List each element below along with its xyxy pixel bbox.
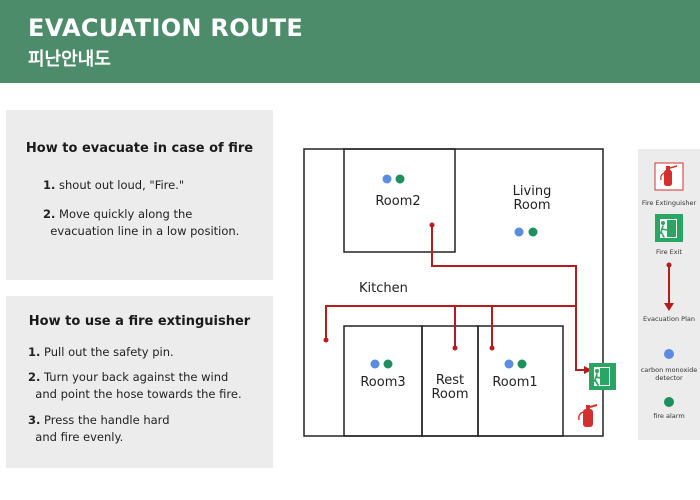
kitchen-label: Kitchen <box>359 281 408 296</box>
rest-room-label-line2: Room <box>431 387 468 402</box>
header-banner: EVACUATION ROUTE 피난안내도 <box>0 0 700 83</box>
floor-plan-walls <box>303 148 604 437</box>
extinguisher-step-1-text: Pull out the safety pin. <box>44 345 174 359</box>
route-point-rest-room <box>452 345 458 351</box>
fire-step-1: 1. shout out loud, "Fire." <box>43 177 184 194</box>
fire-step-1-text: shout out loud, "Fire." <box>59 178 185 192</box>
legend-label-plan: Evacuation Plan <box>643 315 695 323</box>
extinguisher-step-3-number: 3. <box>28 413 41 427</box>
page-subtitle: 피난안내도 <box>28 49 111 70</box>
route-point-room1 <box>489 345 495 351</box>
fire-extinguisher-icon <box>578 404 598 427</box>
route-point-room2 <box>429 222 435 228</box>
co-detector-icon <box>370 359 380 369</box>
co-detector-icon <box>664 349 674 359</box>
legend-icons <box>654 162 684 407</box>
room2-walls <box>343 148 456 253</box>
route-main-path <box>431 225 592 374</box>
legend-label-exit: Fire Exit <box>656 248 682 256</box>
legend-label-alarm: fire alarm <box>653 412 685 420</box>
extinguisher-step-2: 2. Turn your back against the wind and p… <box>28 369 242 403</box>
co-detector-icon <box>382 174 392 184</box>
extinguisher-usage-panel: How to use a fire extinguisher 1. Pull o… <box>6 296 273 468</box>
room1-walls <box>477 325 564 437</box>
route-start-points <box>323 222 495 351</box>
fire-alarm-icon <box>517 359 527 369</box>
living-room-label-line2: Room <box>513 198 550 213</box>
rest-room-label-line1: Rest <box>436 373 464 388</box>
extinguisher-step-3: 3. Press the handle hard and fire evenly… <box>28 412 170 446</box>
fire-step-1-number: 1. <box>43 178 56 192</box>
legend-label-extinguisher: Fire Extinguisher <box>641 199 697 207</box>
extinguisher-step-2-text: Turn your back against the wind and poin… <box>35 370 242 401</box>
room2-label: Room2 <box>375 194 420 209</box>
fire-section-title: How to evacuate in case of fire <box>25 141 254 156</box>
fire-step-2-text: Move quickly along the evacuation line i… <box>50 207 240 238</box>
fire-exit-icon <box>655 214 683 242</box>
fire-alarm-icon <box>383 359 393 369</box>
fire-alarm-icon <box>395 174 405 184</box>
co-detector-icon <box>514 227 524 237</box>
extinguisher-section-title: How to use a fire extinguisher <box>28 314 251 329</box>
extinguisher-step-1-number: 1. <box>28 345 41 359</box>
evacuation-arrow-icon <box>664 262 674 311</box>
co-detector-icon <box>504 359 514 369</box>
legend-label-co-detector-line1: carbon monoxide <box>640 366 698 374</box>
extinguisher-step-1: 1. Pull out the safety pin. <box>28 344 174 361</box>
legend-label-co-detector-line2: detector <box>655 374 683 382</box>
extinguisher-step-3-text: Press the handle hard and fire evenly. <box>35 413 170 444</box>
room1-label: Room1 <box>492 375 537 390</box>
fire-alarm-icon <box>664 397 674 407</box>
room3-label: Room3 <box>360 375 405 390</box>
fire-exit-icon <box>589 363 616 390</box>
fire-step-2: 2. Move quickly along the evacuation lin… <box>43 206 239 240</box>
evacuation-route <box>325 225 592 374</box>
page-title: EVACUATION ROUTE <box>28 14 304 42</box>
extinguisher-step-2-number: 2. <box>28 370 41 384</box>
fire-evacuation-panel: How to evacuate in case of fire 1. shout… <box>6 110 273 280</box>
fire-alarm-icon <box>528 227 538 237</box>
legend: Fire Extinguisher Fire Exit Evacuation P… <box>638 149 700 440</box>
route-point-room3 <box>323 337 329 343</box>
fire-extinguisher-icon <box>654 162 684 191</box>
route-kitchen-path <box>325 305 576 340</box>
fire-step-2-number: 2. <box>43 207 56 221</box>
living-room-label-line1: Living <box>513 184 552 199</box>
detectors <box>370 174 538 369</box>
